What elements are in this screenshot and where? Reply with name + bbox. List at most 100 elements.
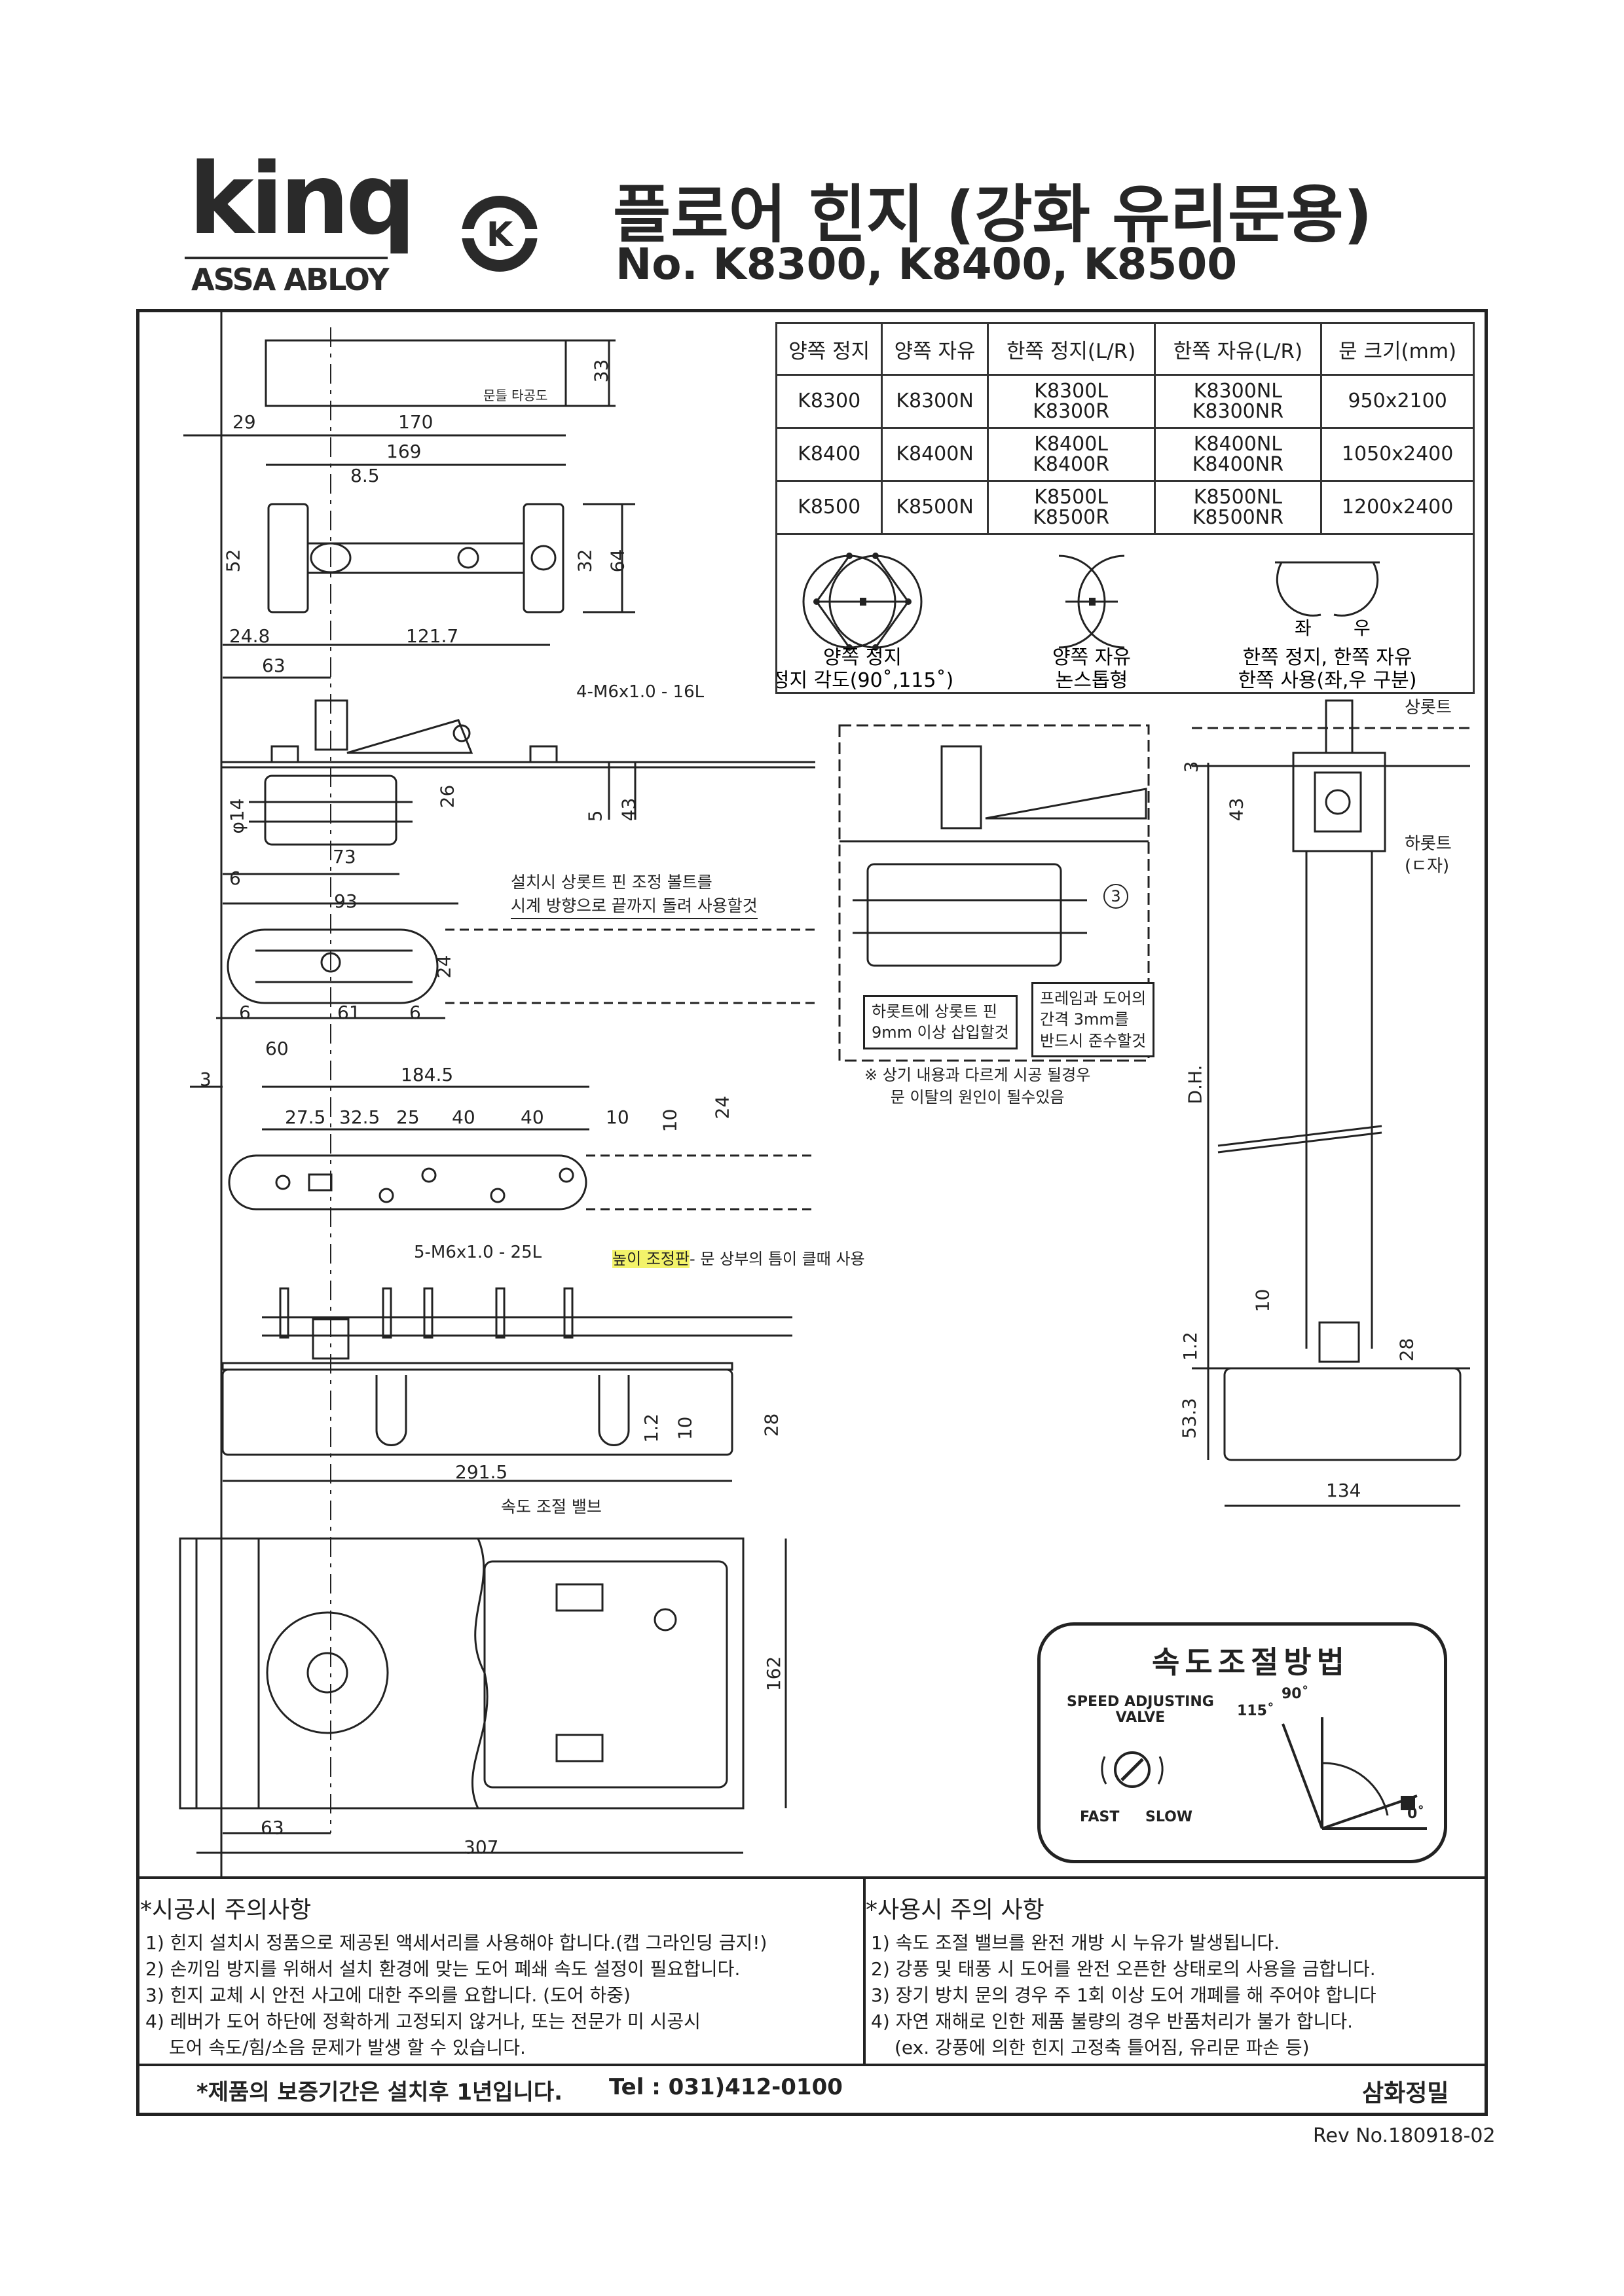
logo-underline (185, 257, 388, 259)
header-both-stop: 양쪽 정지 (775, 322, 883, 376)
king-logo: kinq (189, 143, 416, 257)
list-item: 도어 속도/힘/소음 문제가 발생 할 수 있습니다. (169, 2037, 526, 2058)
dim-label: 6 (239, 1002, 251, 1023)
dim-label: 27.5 (285, 1106, 326, 1128)
usage-notes: *사용시 주의 사항 1) 속도 조절 밸브를 완전 개방 시 누유가 발생됩니… (866, 1879, 1481, 2062)
dim-label: 43 (1225, 797, 1247, 822)
usage-notes-title: *사용시 주의 사항 (866, 1897, 1044, 1923)
detail-callout-circle: 3 (1103, 884, 1128, 909)
page-title: 플로어 힌지 (강화 유리문용) (613, 178, 1373, 251)
list-item: 3) 장기 방치 문의 경우 주 1회 이상 도어 개폐를 해 주어야 합니다 (871, 1984, 1376, 2006)
bottom-bolt-spec: 5-M6x1.0 - 25L (414, 1243, 542, 1262)
caption-both-stop: 양쪽 정지 (823, 646, 902, 669)
list-item: 1) 힌지 설치시 정품으로 제공된 액세서리를 사용해야 합니다.(캡 그라인… (145, 1932, 767, 1954)
list-item: (ex. 강풍에 의한 힌지 고정축 틀어짐, 유리문 파손 등) (895, 2037, 1310, 2058)
dim-label: 40 (521, 1106, 544, 1128)
list-item: 4) 자연 재해로 인한 제품 불량의 경우 반품처리가 불가 합니다. (871, 2011, 1353, 2032)
dim-label: 53.3 (1178, 1398, 1200, 1439)
dim-label: 10 (606, 1106, 629, 1128)
model-numbers: No. K8300, K8400, K8500 (616, 239, 1238, 289)
dim-label: 43 (618, 797, 640, 822)
dim-label: 6 (229, 867, 241, 889)
notes-center-divider (863, 1876, 866, 2065)
dim-label: 60 (265, 1038, 289, 1059)
list-item: 4) 레버가 도어 하단에 정확하게 고정되지 않거나, 또는 전문가 미 시공… (145, 2011, 701, 2032)
dim-label: 25 (396, 1106, 420, 1128)
list-item: 3) 힌지 교체 시 안전 사고에 대한 주의를 요합니다. (도어 하중) (145, 1984, 631, 2006)
dim-label: 5 (584, 810, 606, 822)
dim-label: 61 (337, 1002, 361, 1023)
dim-label: 8.5 (350, 465, 380, 486)
dim-label: 26 (436, 784, 458, 809)
dim-label: 24.8 (229, 625, 270, 647)
dim-label: 10 (1251, 1288, 1274, 1313)
dim-label: 291.5 (455, 1461, 508, 1483)
dim-label: 3 (1180, 761, 1202, 773)
dim-label: 10 (659, 1108, 681, 1133)
header-door-size: 문 크기(mm) (1320, 322, 1475, 376)
dim-label: 170 (398, 411, 434, 433)
slow-label: SLOW (1145, 1809, 1193, 1825)
dim-label: 184.5 (401, 1064, 454, 1085)
height-plate-label: 높이 조정판 (612, 1250, 690, 1268)
model-spec-table: 양쪽 정지 양쪽 자유 한쪽 정지(L/R) 한쪽 자유(L/R) 문 크기(m… (775, 322, 1475, 694)
list-item: 2) 강풍 및 태풍 시 도어를 완전 오픈한 상태로의 사용을 금합니다. (871, 1958, 1376, 1980)
install-notes-title: *시공시 주의사항 (140, 1897, 312, 1923)
top-pivot-label: 상롯트 (1405, 698, 1452, 718)
bottom-pivot-label: 하롯트(ㄷ자) (1405, 834, 1452, 876)
swing-type-row: 좌 우 양쪽 정지 정지 각도(90˚,115˚) 양쪽 자유 논스톱형 한쪽 … (775, 533, 1475, 694)
dim-label: 32 (574, 549, 596, 573)
caption-one-side: 한쪽 정지, 한쪽 자유 (1243, 646, 1412, 669)
label-left: 좌 (1295, 617, 1312, 639)
dim-label: 3 (200, 1068, 212, 1090)
dim-label: 6 (409, 1002, 421, 1023)
dim-label: 10 (674, 1416, 696, 1440)
dim-label: 32.5 (339, 1106, 380, 1128)
caption-stop-angle: 정지 각도(90˚,115˚) (777, 669, 953, 691)
swing-types-diagram: 좌 우 양쪽 정지 정지 각도(90˚,115˚) 양쪽 자유 논스톱형 한쪽 … (777, 553, 1417, 691)
notes-top-divider (136, 1876, 1488, 1879)
dim-label: 40 (452, 1106, 475, 1128)
warranty-text: *제품의 보증기간은 설치후 1년입니다. (196, 2079, 563, 2105)
header-one-free: 한쪽 자유(L/R) (1153, 322, 1323, 376)
phone-number: Tel : 031)412-0100 (609, 2074, 843, 2100)
dim-label: 63 (262, 655, 286, 676)
pivot-adjust-note: 설치시 상롯트 핀 조정 볼트를 시계 방향으로 끝까지 돌려 사용할것 (511, 871, 758, 919)
dim-label: 52 (222, 549, 244, 573)
list-item: 2) 손끼임 방지를 위해서 설치 환경에 맞는 도어 폐쇄 속도 설정이 필요… (145, 1958, 741, 1980)
caption-one-side-use: 한쪽 사용(좌,우 구분) (1238, 669, 1417, 691)
company-name: 삼화정밀 (1362, 2080, 1449, 2107)
dim-label: 24 (433, 955, 455, 979)
speed-valve-label: 속도 조절 밸브 (501, 1497, 602, 1516)
angle-115-label: 115˚ (1237, 1703, 1274, 1719)
install-notes: *시공시 주의사항 1) 힌지 설치시 정품으로 제공된 액세서리를 사용해야 … (140, 1879, 863, 2062)
caption-nonstop: 논스톱형 (1056, 669, 1128, 691)
header-both-free: 양쪽 자유 (881, 322, 989, 376)
caption-both-free: 양쪽 자유 (1052, 646, 1131, 669)
angle-90-label: 90˚ (1282, 1686, 1309, 1702)
footer-divider (136, 2064, 1488, 2066)
dim-label: 28 (1395, 1338, 1418, 1362)
dim-label: 121.7 (406, 625, 459, 647)
top-bolt-spec: 4-M6x1.0 - 16L (576, 682, 705, 702)
dim-label: 73 (333, 846, 356, 867)
ks-seal-icon: K (457, 196, 542, 272)
fast-label: FAST (1080, 1809, 1120, 1825)
speed-adjust-title: 속도조절방법 (1152, 1645, 1350, 1680)
dim-label: 169 (386, 441, 422, 462)
dim-label: 63 (261, 1817, 284, 1838)
label-right: 우 (1354, 617, 1371, 639)
angle-0-label: 0˚ (1407, 1806, 1425, 1822)
assa-abloy-logo: ASSA ABLOY (191, 262, 390, 297)
table-header-row: 양쪽 정지 양쪽 자유 한쪽 정지(L/R) 한쪽 자유(L/R) 문 크기(m… (775, 322, 1475, 376)
drawing-frame (136, 309, 1488, 2116)
valve-dial-icon (1101, 1751, 1164, 1788)
header-one-stop: 한쪽 정지(L/R) (986, 322, 1156, 376)
dim-label: 28 (760, 1413, 783, 1437)
dim-label: 162 (763, 1656, 785, 1692)
